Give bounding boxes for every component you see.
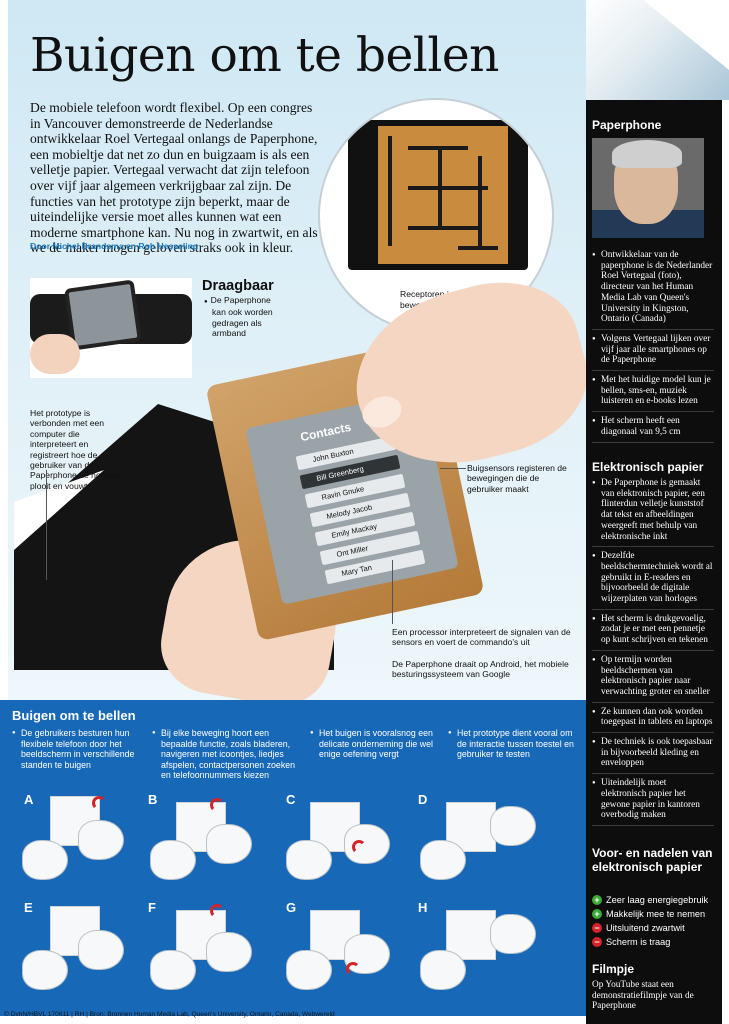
steps-bullet-col: Het prototype dient vooral om de interac… [448, 728, 578, 760]
bend-arrow-icon [92, 796, 106, 810]
sidebar-epaper-title: Elektronisch papier [592, 460, 704, 474]
leader-line [392, 560, 393, 624]
steps-bullet: Het buigen is vooralsnog een delicate on… [310, 728, 438, 760]
hand-icon [150, 950, 196, 990]
pro-item: +Makkelijk mee te nemen [592, 907, 722, 921]
byline: Door Michel Brandsma en Rob Hesseling [30, 241, 199, 251]
epaper-item: De Paperphone is gemaakt van elektronisc… [592, 478, 714, 548]
proscons-list: +Zeer laag energiegebruik +Makkelijk mee… [592, 893, 722, 949]
bend-arrow-icon [210, 904, 224, 918]
steps-bullet-col: Bij elke beweging hoort een bepaalde fun… [152, 728, 302, 781]
paperphone-item: Volgens Vertegaal lijken over vijf jaar … [592, 334, 714, 372]
caption-bend-sensors: Buigsensors registeren de bewegingen die… [467, 463, 567, 494]
draagbaar-text: De Paperphone kan ook worden gedragen al… [211, 295, 284, 338]
epaper-item: Ze kunnen dan ook worden toegepast in ta… [592, 707, 714, 734]
con-item: −Uitsluitend zwartwit [592, 921, 722, 935]
hand-icon [344, 824, 390, 864]
page-curl [586, 0, 729, 100]
minus-icon: − [592, 937, 602, 947]
steps-bullet-col: Het buigen is vooralsnog een delicate on… [310, 728, 438, 760]
sidebar-film-title: Filmpje [592, 962, 635, 976]
draagbaar-list: De Paperphone kan ook worden gedragen al… [204, 295, 284, 338]
circuit-board [378, 126, 508, 264]
leader-line [46, 470, 47, 580]
steps-bullet: De gebruikers besturen hun flexibele tel… [12, 728, 142, 770]
minus-icon: − [592, 923, 602, 933]
paperphone-list: Ontwikkelaar van de paperphone is de Ned… [592, 250, 714, 447]
sidebar-film-text: Op YouTube staat een demonstratiefilmpje… [592, 980, 694, 1012]
paperphone-item: Ontwikkelaar van de paperphone is de Ned… [592, 250, 714, 330]
epaper-item: Dezelfde beeldschermtechniek wordt al ge… [592, 551, 714, 610]
receptor-zoom-circle [318, 98, 554, 334]
headline: Buigen om te bellen [30, 28, 499, 83]
hand-icon [286, 840, 332, 880]
credits-footer: © DvhN/HBVL 170611 | RH | Bron: Bronnen … [4, 1011, 335, 1018]
bend-arrow-icon [210, 798, 224, 812]
epaper-item: Op termijn worden beeldschermen van elek… [592, 655, 714, 703]
hand-icon [150, 840, 196, 880]
step-label-a: A [24, 792, 34, 807]
steps-title: Buigen om te bellen [12, 708, 136, 723]
sidebar-paperphone-title: Paperphone [592, 118, 662, 132]
leader-line [440, 468, 466, 469]
epaper-item: De techniek is ook toepasbaar in bijvoor… [592, 737, 714, 775]
hand-icon [490, 914, 536, 954]
step-label-h: H [418, 900, 428, 915]
hand-icon [420, 950, 466, 990]
intro-text: De mobiele telefoon wordt flexibel. Op e… [30, 100, 318, 256]
step-label-d: D [418, 792, 428, 807]
step-label-c: C [286, 792, 296, 807]
armband-photo [30, 278, 192, 378]
bend-arrow-icon [352, 840, 366, 854]
hand-icon [206, 932, 252, 972]
hand-icon [206, 824, 252, 864]
con-item: −Scherm is traag [592, 935, 722, 949]
epaper-item: Het scherm is drukgevoelig, zodat je er … [592, 614, 714, 651]
caption-prototype: Het prototype is verbonden met een compu… [30, 408, 120, 491]
step-label-e: E [24, 900, 33, 915]
epaper-list: De Paperphone is gemaakt van elektronisc… [592, 478, 714, 830]
hand-icon [420, 840, 466, 880]
plus-icon: + [592, 895, 602, 905]
draagbaar-title: Draagbaar [202, 278, 274, 294]
plus-icon: + [592, 909, 602, 919]
step-label-f: F [148, 900, 156, 915]
hand-icon [78, 820, 124, 860]
steps-bullet-col: De gebruikers besturen hun flexibele tel… [12, 728, 142, 770]
caption-android: De Paperphone draait op Android, het mob… [392, 659, 569, 680]
steps-panel: Buigen om te bellen De gebruikers bestur… [0, 700, 586, 1016]
hand-icon [286, 950, 332, 990]
sidebar-proscons-title: Voor- en nadelen van elektronisch papier [592, 846, 713, 874]
step-label-g: G [286, 900, 297, 915]
paperphone-item: Het scherm heeft een diagonaal van 9,5 c… [592, 416, 714, 443]
caption-processor: Een processor interpreteert de signalen … [392, 627, 571, 648]
step-label-b: B [148, 792, 158, 807]
paperphone-item: Met het huidige model kun je bellen, sms… [592, 375, 714, 413]
steps-bullet: Bij elke beweging hoort een bepaalde fun… [152, 728, 302, 781]
hand-icon [22, 840, 68, 880]
pro-item: +Zeer laag energiegebruik [592, 893, 722, 907]
bend-arrow-icon [346, 962, 360, 976]
hand-icon [78, 930, 124, 970]
steps-bullet: Het prototype dient vooral om de interac… [448, 728, 578, 760]
hand-icon [22, 950, 68, 990]
epaper-item: Uiteindelijk moet elektronisch papier he… [592, 778, 714, 826]
hand-icon [490, 806, 536, 846]
circuit-illustration [348, 120, 528, 270]
vertegaal-photo [592, 138, 704, 238]
